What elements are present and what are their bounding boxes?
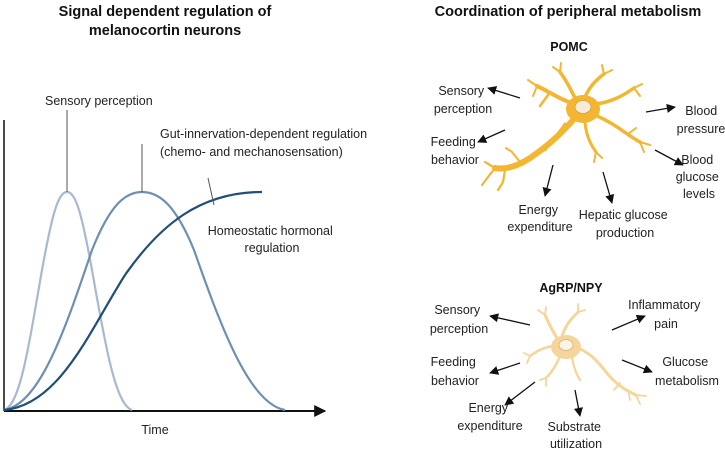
x-axis-label: Time	[141, 423, 168, 437]
homeostatic-leader	[207, 177, 215, 206]
agrp-target-substrate-utilization: Substrate utilization	[548, 420, 605, 451]
pomc-target-blood-pressure: Blood pressure	[677, 104, 725, 136]
agrp-target-feeding-behavior: Feeding behavior	[431, 355, 480, 388]
pomc-neuron-processes	[480, 62, 651, 192]
agrp-arrow-feeding	[489, 362, 521, 375]
pomc-arrow-blood-glucose	[654, 149, 684, 166]
sensory-perception-label: Sensory perception	[45, 94, 153, 108]
gut-innervation-label: Gut-innervation-dependent regulation (ch…	[160, 127, 371, 159]
agrp-target-energy-expenditure: Energy expenditure	[457, 401, 522, 433]
pomc-arrow-hepatic	[602, 171, 615, 204]
homeostatic-label: Homeostatic hormonal regulation	[208, 224, 337, 255]
agrp-arrow-glucose	[621, 359, 653, 374]
agrp-npy-label: AgRP/NPY	[539, 281, 603, 295]
agrp-nucleus	[558, 339, 574, 351]
pomc-arrow-feeding	[477, 129, 506, 143]
pomc-nucleus	[574, 100, 592, 114]
right-title: Coordination of peripheral metabolism	[435, 4, 702, 20]
agrp-target-glucose-metabolism: Glucose metabolism	[655, 355, 719, 388]
left-title-line-1: Signal dependent regulation of	[59, 4, 272, 20]
agrp-arrow-sensory	[489, 313, 531, 326]
pomc-arrow-blood-pressure	[645, 103, 676, 113]
left-title-line-2: melanocortin neurons	[89, 23, 241, 39]
agrp-arrow-energy	[504, 381, 536, 406]
agrp-target-inflammatory-pain: Inflammatory pain	[628, 298, 704, 331]
sensory-perception-curve	[3, 190, 133, 412]
agrp-arrow-substrate	[573, 389, 583, 417]
left-panel: Signal dependent regulation of melanocor…	[3, 4, 371, 437]
pomc-target-feeding-behavior: Feeding behavior	[431, 135, 480, 167]
right-panel: Coordination of peripheral metabolism PO…	[430, 4, 725, 451]
agrp-arrow-inflammatory	[611, 315, 646, 331]
pomc-neuron	[480, 62, 651, 192]
pomc-arrow-sensory	[487, 86, 521, 99]
agrp-target-sensory-perception: Sensory perception	[430, 303, 488, 336]
pomc-arrow-energy	[542, 164, 554, 197]
pomc-target-energy-expenditure: Energy expenditure	[507, 203, 572, 234]
pomc-target-blood-glucose-levels: Blood glucose levels	[676, 153, 723, 201]
pomc-target-sensory-perception: Sensory perception	[434, 84, 492, 116]
pomc-label: POMC	[550, 40, 588, 54]
agrp-neuron	[523, 303, 647, 405]
homeostatic-curve	[3, 190, 263, 412]
pomc-target-hepatic-glucose-production: Hepatic glucose production	[579, 208, 671, 240]
agrp-neuron-processes	[523, 303, 647, 405]
